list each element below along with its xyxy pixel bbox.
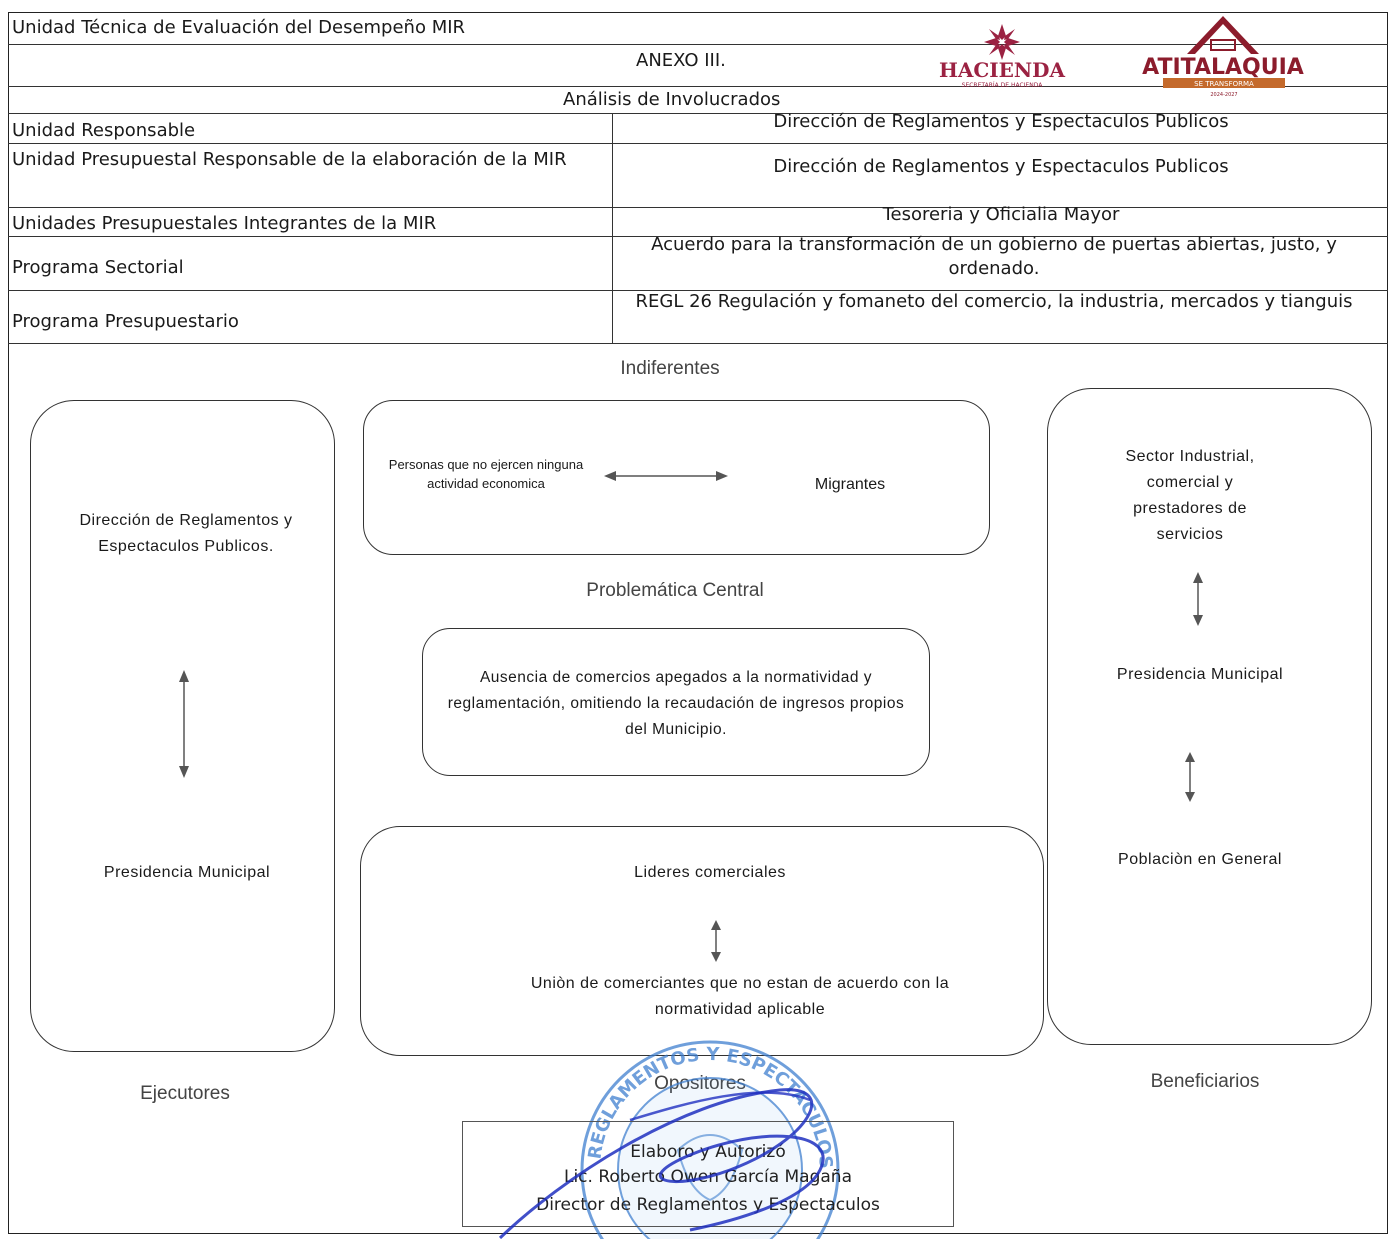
row-value-programa-presupuestario: REGL 26 Regulación y fomaneto del comerc… — [635, 291, 1353, 312]
double-arrow-vertical-icon — [707, 920, 725, 962]
atitalaquia-logo: ATITALAQUIA SE TRANSFORMA 2024-2027 — [1105, 12, 1341, 98]
hacienda-logo: HACIENDA SECRETARÍA DE HACIENDA — [916, 20, 1088, 90]
divider — [8, 343, 1388, 344]
beneficiarios-top-label: Sector Industrial, comercial y prestador… — [1125, 448, 1255, 543]
problematica-box — [422, 628, 930, 776]
ejecutores-box — [30, 400, 335, 1052]
indiferentes-right-label: Migrantes — [814, 476, 886, 493]
beneficiarios-bottom-label: Poblaciòn en General — [1118, 851, 1282, 868]
indiferentes-left-label: Personas que no ejercen ninguna activida… — [388, 457, 584, 491]
opositores-top-label: Lideres comerciales — [634, 864, 786, 881]
svg-text:2024-2027: 2024-2027 — [1210, 92, 1237, 98]
opositores-bottom-label: Uniòn de comerciantes que no estan de ac… — [530, 975, 950, 1018]
problematica-title: Problemática Central — [586, 580, 764, 601]
double-arrow-vertical-icon — [1181, 752, 1199, 802]
row-value-unidad-responsable: Dirección de Reglamentos y Espectaculos … — [773, 111, 1229, 132]
indiferentes-title: Indiferentes — [620, 358, 720, 379]
divider — [8, 143, 1388, 144]
row-value-unidad-presupuestal: Dirección de Reglamentos y Espectaculos … — [773, 156, 1229, 177]
subtitle: Análisis de Involucrados — [563, 89, 781, 110]
row-value-unidades-integrantes: Tesoreria y Oficialia Mayor — [882, 204, 1120, 225]
divider — [8, 290, 1388, 291]
svg-text:HACIENDA: HACIENDA — [939, 58, 1066, 82]
row-label-unidades-integrantes: Unidades Presupuestales Integrantes de l… — [12, 213, 437, 234]
divider — [8, 113, 1388, 114]
divider — [8, 44, 1388, 45]
double-arrow-horizontal-icon — [604, 468, 728, 484]
ejecutores-title: Ejecutores — [140, 1083, 230, 1104]
column-divider — [612, 113, 613, 343]
divider — [8, 236, 1388, 237]
signature-line-3: Director de Reglamentos y Espectaculos — [536, 1195, 880, 1215]
official-stamp: REGLAMENTOS Y ESPECTACULOS PUBLICOS — [560, 1030, 860, 1239]
signature-line-1: Elaboro y Autorizó — [630, 1142, 786, 1162]
double-arrow-vertical-icon — [175, 670, 193, 778]
beneficiarios-title: Beneficiarios — [1150, 1071, 1260, 1092]
ejecutores-bottom-label: Presidencia Municipal — [103, 864, 271, 881]
row-label-programa-presupuestario: Programa Presupuestario — [12, 311, 239, 332]
divider — [8, 207, 1388, 208]
annex-label: ANEXO III. — [636, 50, 726, 71]
opositores-box — [360, 826, 1044, 1056]
handwritten-signature — [480, 1060, 900, 1239]
divider — [8, 86, 1388, 87]
row-label-programa-sectorial: Programa Sectorial — [12, 257, 184, 278]
row-value-programa-sectorial: Acuerdo para la transformación de un gob… — [651, 234, 1337, 279]
problematica-text: Ausencia de comercios apegados a la norm… — [447, 669, 905, 738]
row-label-unidad-responsable: Unidad Responsable — [12, 120, 196, 141]
row-label-unidad-presupuestal: Unidad Presupuestal Responsable de la el… — [12, 149, 567, 170]
beneficiarios-box — [1047, 388, 1372, 1045]
unit-title: Unidad Técnica de Evaluación del Desempe… — [12, 17, 466, 38]
svg-text:SECRETARÍA DE HACIENDA: SECRETARÍA DE HACIENDA — [962, 82, 1044, 89]
svg-text:ATITALAQUIA: ATITALAQUIA — [1142, 55, 1304, 80]
svg-text:SE TRANSFORMA: SE TRANSFORMA — [1194, 80, 1254, 88]
indiferentes-box — [363, 400, 990, 555]
ejecutores-top-label: Dirección de Reglamentos y Espectaculos … — [79, 512, 293, 555]
beneficiarios-mid-label: Presidencia Municipal — [1116, 666, 1284, 683]
document-frame — [8, 12, 1388, 1234]
double-arrow-vertical-icon — [1189, 572, 1207, 626]
